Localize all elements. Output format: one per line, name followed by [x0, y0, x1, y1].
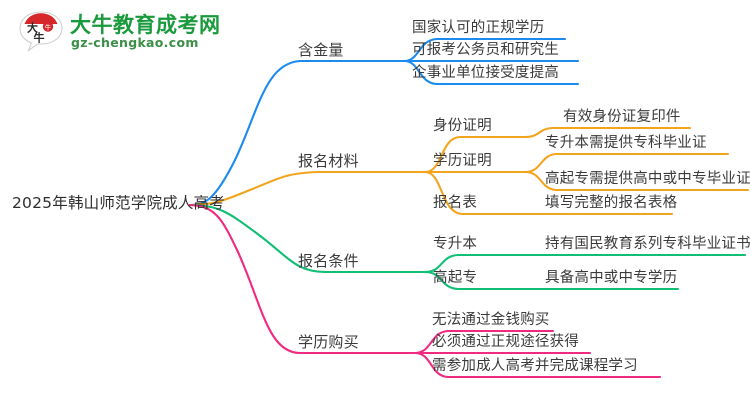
leaf-node-pink-1[interactable]: 无法通过金钱购买	[432, 312, 550, 328]
leaf-node-pink-2[interactable]: 必须通过正规途径获得	[432, 334, 579, 350]
mindmap-root-node[interactable]: 2025年韩山师范学院成人高考	[12, 194, 225, 212]
leaf-node-green-2-1[interactable]: 具备高中或中专学历	[545, 270, 678, 286]
node-baomingbiao[interactable]: 报名表	[433, 195, 478, 211]
node-zhuanshengben[interactable]: 专升本	[433, 236, 478, 252]
leaf-node-pink-3[interactable]: 需参加成人高考并完成课程学习	[432, 358, 638, 374]
branch-node-hanjinliang[interactable]: 含金量	[298, 41, 344, 59]
branch-node-xuelivgoumai[interactable]: 学历购买	[298, 333, 359, 351]
node-xuelizhengming[interactable]: 学历证明	[433, 153, 492, 169]
logo-brand-name: 大牛教育成考网	[70, 13, 221, 37]
leaf-node-orange-2-2[interactable]: 高起专需提供高中或中专毕业证	[545, 171, 750, 187]
svg-text:牛: 牛	[45, 22, 52, 31]
leaf-node-blue-1[interactable]: 国家认可的正规学历	[412, 20, 545, 36]
leaf-node-orange-1-1[interactable]: 有效身份证复印件	[563, 109, 681, 125]
leaf-node-orange-3-1[interactable]: 填写完整的报名表格	[545, 195, 678, 211]
branch-node-baomingcailiao[interactable]: 报名材料	[298, 152, 359, 170]
node-gaoqizhuan[interactable]: 高起专	[433, 270, 478, 286]
logo-url: gz-chengkao.com	[71, 35, 199, 50]
leaf-node-blue-3[interactable]: 企事业单位接受度提高	[412, 65, 559, 81]
site-logo[interactable]: 牛 大 牛 大牛教育成考网 gz-chengkao.com	[18, 8, 221, 56]
node-shenfenzhengming[interactable]: 身份证明	[433, 118, 492, 134]
leaf-node-blue-2[interactable]: 可报考公务员和研究生	[412, 42, 559, 58]
svg-text:大: 大	[27, 21, 38, 35]
leaf-node-green-1-1[interactable]: 持有国民教育系列专科毕业证书	[545, 236, 750, 252]
branch-node-baomingtiaojian[interactable]: 报名条件	[298, 252, 359, 270]
leaf-node-orange-2-1[interactable]: 专升本需提供专科毕业证	[545, 135, 707, 151]
logo-mark-icon: 牛 大 牛	[19, 11, 63, 52]
svg-text:牛: 牛	[34, 31, 45, 45]
